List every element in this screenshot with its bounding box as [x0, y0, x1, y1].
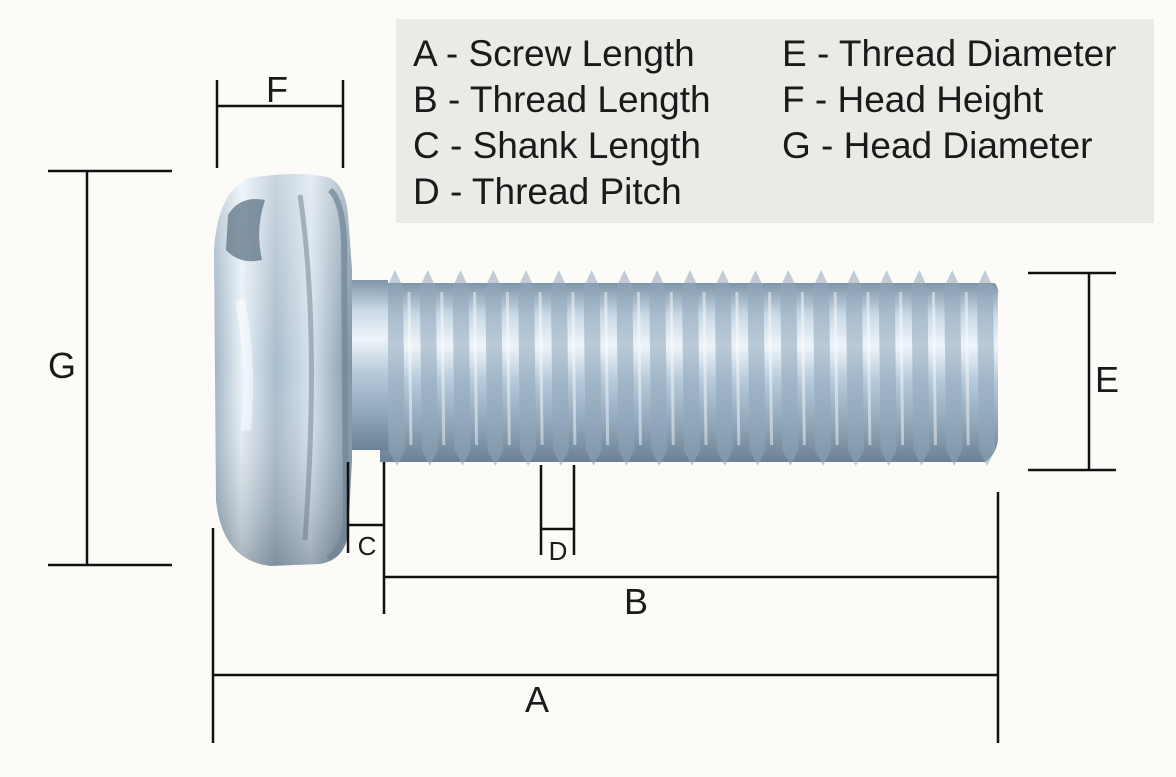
thread-crests: [387, 270, 1003, 466]
thread-crest: [387, 270, 405, 466]
legend-item-c: C - Shank Length: [413, 125, 701, 166]
legend-item-g: G - Head Diameter: [782, 125, 1093, 166]
thread-highlight: [899, 291, 905, 446]
thread-highlight: [931, 291, 937, 446]
dim-label-d: D: [548, 536, 568, 566]
dim-label-f: F: [266, 69, 288, 110]
dimension-lines: [48, 80, 1116, 743]
thread-highlight: [407, 291, 413, 446]
thread-highlight: [735, 291, 741, 446]
legend-item-f: F - Head Height: [782, 79, 1044, 120]
thread-highlight: [833, 291, 839, 446]
legend-item-a: A - Screw Length: [413, 33, 695, 74]
thread-crest: [944, 270, 963, 466]
thread-crest: [845, 270, 864, 466]
thread-highlight: [636, 291, 642, 446]
thread-highlight: [768, 291, 774, 446]
thread-crest: [419, 270, 438, 466]
thread-crest: [977, 270, 995, 466]
thread-crest: [682, 270, 700, 466]
dim-label-b: B: [623, 581, 649, 622]
thread-crest: [649, 270, 668, 466]
legend-box: A - Screw Length B - Thread Length C - S…: [396, 19, 1154, 223]
thread-crest: [583, 270, 602, 466]
thread-highlight: [669, 291, 675, 446]
thread-highlight: [538, 291, 544, 446]
dim-label-e: E: [1094, 359, 1120, 400]
drive-recess: [226, 199, 265, 262]
thread-crest: [550, 270, 569, 466]
legend-item-e: E - Thread Diameter: [782, 33, 1117, 74]
thread-crest: [911, 270, 930, 466]
thread-highlight: [571, 291, 577, 446]
thread-highlight: [702, 291, 708, 446]
thread-highlight: [440, 291, 446, 446]
thread-crest: [747, 270, 766, 466]
dim-label-g: G: [47, 345, 77, 386]
thread-crest: [518, 270, 537, 466]
thread-highlight: [800, 291, 806, 446]
dim-label-a: A: [524, 679, 550, 720]
thread-crest: [878, 270, 897, 466]
thread-highlight: [866, 291, 872, 446]
thread-crest: [714, 270, 733, 466]
thread-highlight: [997, 291, 1003, 446]
legend-item-b: B - Thread Length: [413, 79, 711, 120]
thread-highlight: [604, 291, 610, 446]
thread-highlight: [964, 291, 970, 446]
dim-label-c: C: [357, 531, 377, 561]
thread-crest: [452, 270, 471, 466]
thread-crest: [780, 270, 799, 466]
legend-item-d: D - Thread Pitch: [413, 171, 682, 212]
thread-highlight: [473, 291, 479, 446]
screw-image: [214, 174, 1003, 566]
thread-crest: [616, 270, 635, 466]
thread-crest: [485, 270, 504, 466]
thread-highlight: [505, 291, 511, 446]
thread-crest: [813, 270, 832, 466]
